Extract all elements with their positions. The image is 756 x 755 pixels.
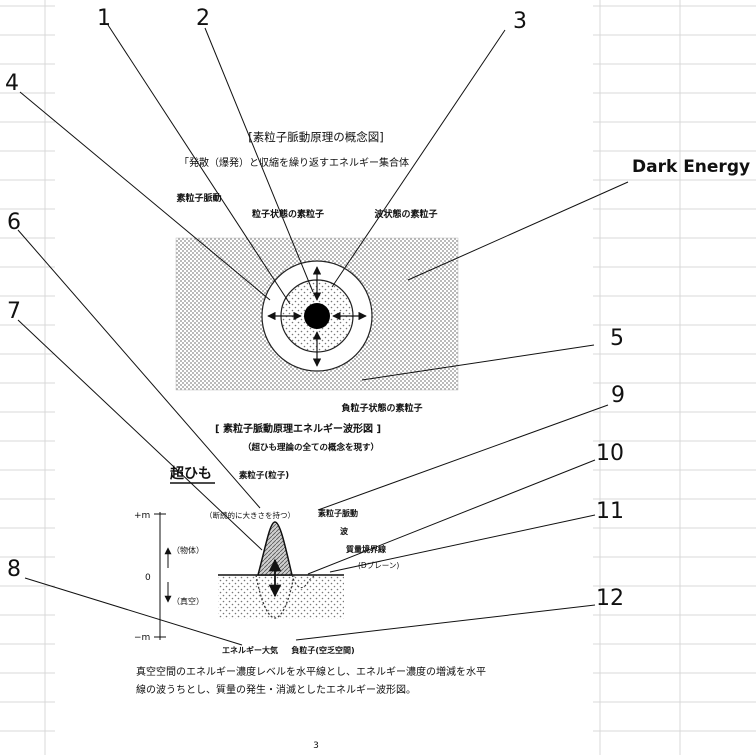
label-energy-atmosphere: エネルギー大気 [222, 645, 278, 655]
page-number: 3 [313, 741, 319, 751]
callout-number-12: 12 [596, 586, 624, 611]
label-wave: 波 [340, 526, 349, 536]
negative-trough [255, 574, 295, 619]
callout-number-4: 4 [5, 71, 19, 96]
label-vacuum: （真空） [172, 596, 204, 606]
callout-number-8: 8 [7, 557, 21, 582]
callout-number-2: 2 [196, 6, 210, 31]
callout-number-9: 9 [611, 383, 625, 408]
label-dbrane: (Dブレーン) [358, 560, 399, 570]
wave-line [291, 574, 321, 589]
label-pulsation-2: 素粒子脈動 [318, 508, 358, 518]
callout-number-7: 7 [7, 299, 21, 324]
callout-number-5: 5 [610, 326, 624, 351]
axis-zero: 0 [145, 573, 151, 583]
caption-line-2: 線の波うちとし、質量の発生・消滅としたエネルギー波形図。 [136, 683, 416, 696]
label-negative-particle: 負粒子(空乏空間) [291, 645, 354, 655]
label-elementary-particle: 素粒子(粒子) [239, 470, 289, 481]
label-discontinuous: （断続的に大きさを持つ） [205, 510, 295, 520]
axis-minus: −m [134, 633, 150, 643]
callout-number-10: 10 [596, 441, 624, 466]
diagram1-title: [素粒子脈動原理の概念図] [248, 130, 383, 144]
diagram2-subtitle: （超ひも理論の全ての概念を現す） [243, 442, 379, 453]
diagram2-title: [ 素粒子脈動原理エネルギー波形図 ] [215, 422, 381, 435]
label-mass-boundary: 質量境界線 [346, 544, 386, 554]
energy-atmosphere [218, 575, 344, 619]
callout-number-6: 6 [7, 210, 21, 235]
axis-plus: +m [134, 511, 150, 521]
diagram2-heading: 超ひも [169, 465, 212, 482]
label-negative-state: 負粒子状態の素粒子 [341, 402, 422, 414]
label-matter: （物体） [172, 545, 204, 555]
diagram1-subtitle: 「発散（爆発）と収縮を繰り返すエネルギー集合体 [179, 156, 409, 169]
particle-core [304, 303, 330, 329]
pulsation-arrows [267, 266, 367, 367]
label-pulsation: 素粒子脈動 [176, 192, 221, 204]
callout-number-11: 11 [596, 499, 624, 524]
callout-lines [17, 24, 629, 646]
caption-line-1: 真空空間のエネルギー濃度レベルを水平線とし、エネルギー濃度の増減を水平 [136, 665, 486, 678]
dark-energy-label: Dark Energy [632, 157, 750, 177]
particle-peak [257, 521, 293, 576]
callout-number-1: 1 [97, 6, 111, 31]
label-wave-state: 波状態の素粒子 [374, 208, 437, 220]
callout-number-3: 3 [513, 9, 527, 34]
label-particle-state: 粒子状態の素粒子 [252, 208, 324, 220]
